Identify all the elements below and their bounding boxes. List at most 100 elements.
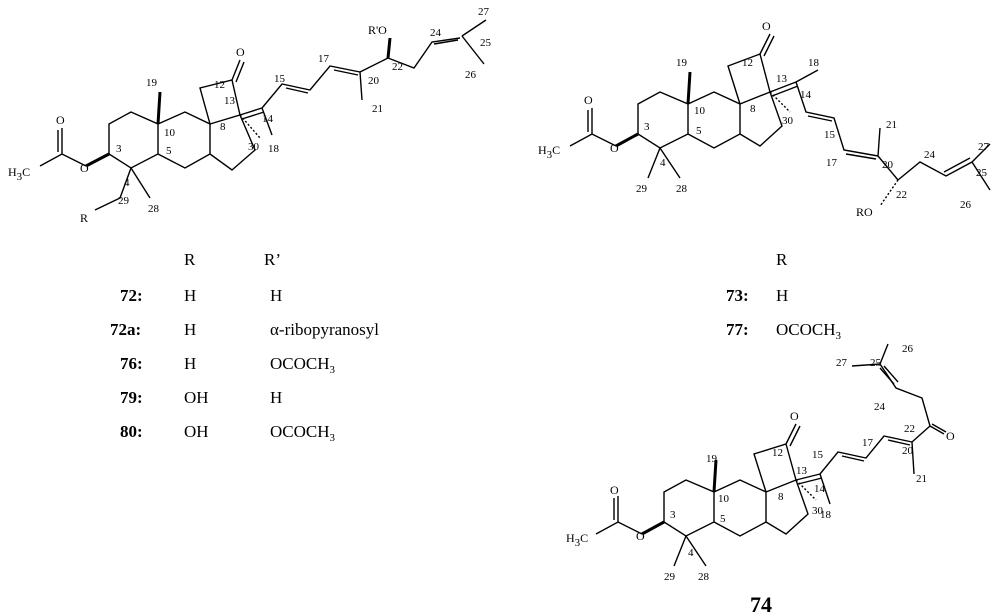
label-30: 30 [812, 505, 824, 517]
label-12: 12 [772, 447, 783, 459]
label-r: R [80, 211, 88, 225]
label-o-ester-74: O [636, 529, 645, 543]
label-24: 24 [924, 149, 936, 161]
table-header-r: R [184, 250, 196, 269]
label-5: 5 [720, 513, 726, 525]
label-o-acetyl-72: O [56, 113, 65, 127]
label-3: 3 [116, 143, 122, 155]
row-id: 76: [120, 354, 143, 373]
label-o-ester-72: O [80, 161, 89, 175]
label-8: 8 [750, 103, 756, 115]
label-12: 12 [214, 79, 225, 91]
label-26: 26 [902, 343, 914, 355]
compound-id-74: 74 [750, 592, 772, 616]
label-28: 28 [676, 183, 688, 195]
row-r: OCOCH3 [776, 320, 842, 342]
label-4: 4 [660, 157, 666, 169]
label-22: 22 [896, 189, 907, 201]
label-r-prime-o: R'O [368, 23, 387, 37]
row-r-prime: OCOCH3 [270, 354, 336, 376]
label-29: 29 [664, 571, 676, 583]
label-3: 3 [670, 509, 676, 521]
label-20: 20 [902, 445, 914, 457]
label-30: 30 [782, 115, 794, 127]
label-20: 20 [368, 75, 380, 87]
label-14: 14 [262, 113, 274, 125]
label-26: 26 [465, 69, 477, 81]
label-25: 25 [480, 37, 492, 49]
label-20: 20 [882, 159, 894, 171]
label-21: 21 [916, 473, 927, 485]
label-h3c: H3C [538, 143, 560, 161]
label-o-12-73: O [762, 19, 771, 33]
label-4: 4 [124, 177, 130, 189]
structure-72 [39, 19, 487, 211]
label-14: 14 [814, 483, 826, 495]
label-15: 15 [824, 129, 836, 141]
label-ro: RO [856, 205, 873, 219]
label-10: 10 [694, 105, 706, 117]
row-r-prime: H [270, 286, 282, 305]
label-22: 22 [904, 423, 915, 435]
substituent-table-72: R R’ 72: H H 72a: H α-ribopyranosyl 76: … [110, 250, 379, 444]
row-id: 73: [726, 286, 749, 305]
row-id: 79: [120, 388, 143, 407]
row-r: H [184, 286, 196, 305]
label-29: 29 [118, 195, 130, 207]
label-12: 12 [742, 57, 753, 69]
label-19: 19 [706, 453, 718, 465]
label-13: 13 [796, 465, 808, 477]
label-14: 14 [800, 89, 812, 101]
label-17: 17 [862, 437, 874, 449]
structure-72-labels: R'O 27 24 25 26 22 20 21 17 15 14 13 12 … [8, 6, 492, 225]
label-21: 21 [372, 103, 383, 115]
row-r-prime: H [270, 388, 282, 407]
label-5: 5 [166, 145, 172, 157]
label-19: 19 [146, 77, 158, 89]
label-10: 10 [718, 493, 730, 505]
row-r: OH [184, 422, 209, 441]
label-o-12: O [790, 409, 799, 423]
label-15: 15 [812, 449, 824, 461]
structure-74 [595, 343, 947, 567]
label-4: 4 [688, 547, 694, 559]
label-h3c: H3C [8, 165, 30, 183]
row-id: 77: [726, 320, 749, 339]
label-30: 30 [248, 141, 260, 153]
label-27: 27 [836, 357, 848, 369]
label-13: 13 [776, 73, 788, 85]
row-r: H [184, 320, 196, 339]
label-o-22: O [946, 429, 955, 443]
label-15: 15 [274, 73, 286, 85]
label-26: 26 [960, 199, 972, 211]
label-19: 19 [676, 57, 688, 69]
label-17: 17 [826, 157, 838, 169]
label-27: 27 [978, 141, 990, 153]
label-24: 24 [430, 27, 442, 39]
table-header-r: R [776, 250, 788, 269]
label-25: 25 [870, 357, 882, 369]
row-r: H [776, 286, 788, 305]
label-18: 18 [268, 143, 280, 155]
row-r-prime: OCOCH3 [270, 422, 336, 444]
label-13: 13 [224, 95, 236, 107]
row-r-prime: α-ribopyranosyl [270, 320, 379, 339]
label-10: 10 [164, 127, 176, 139]
label-25: 25 [976, 167, 988, 179]
label-22: 22 [392, 61, 403, 73]
label-8: 8 [778, 491, 784, 503]
table-header-r-prime: R’ [264, 250, 281, 269]
label-o-acetyl-73: O [584, 93, 593, 107]
label-29: 29 [636, 183, 648, 195]
label-28: 28 [698, 571, 710, 583]
label-28: 28 [148, 203, 160, 215]
label-18: 18 [808, 57, 820, 69]
label-3: 3 [644, 121, 650, 133]
label-5: 5 [696, 125, 702, 137]
structure-73-labels: 18 12 13 14 19 10 8 30 5 3 4 29 28 15 17… [538, 57, 990, 219]
label-h3c: H3C [566, 531, 588, 549]
label-27: 27 [478, 6, 490, 18]
structure-74-labels: 26 27 25 24 22 O O 12 17 15 20 21 13 14 … [566, 343, 955, 616]
label-24: 24 [874, 401, 886, 413]
